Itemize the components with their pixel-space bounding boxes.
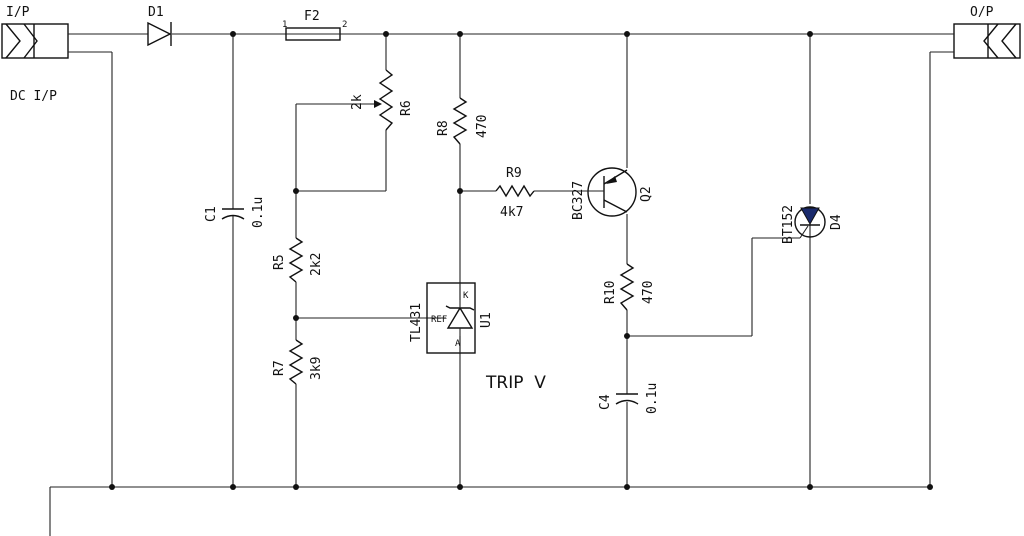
r8-value: 470 — [475, 115, 490, 138]
r9-value: 4k7 — [500, 205, 523, 220]
u1-pin-k: K — [463, 291, 469, 301]
trip-voltage-annotation: TRIP V — [485, 373, 546, 393]
capacitor-c4 — [615, 393, 639, 405]
shunt-regulator-u1 — [426, 282, 476, 354]
resistor-r9 — [495, 184, 535, 198]
r9-ref: R9 — [506, 166, 522, 181]
resistor-r5 — [288, 237, 304, 283]
f2-pin2: 2 — [342, 20, 347, 30]
junctions — [109, 31, 933, 490]
r6-ref: R6 — [399, 100, 414, 116]
resistor-r8 — [452, 97, 468, 145]
c1-ref: C1 — [204, 206, 219, 222]
d1-ref: D1 — [148, 5, 164, 20]
r8-ref: R8 — [436, 120, 451, 136]
diode-d1 — [147, 21, 172, 47]
r5-ref: R5 — [272, 254, 287, 270]
resistor-r10 — [619, 263, 635, 311]
wires — [49, 33, 954, 536]
u1-ref: U1 — [479, 312, 494, 328]
capacitor-c1 — [221, 208, 245, 220]
r10-ref: R10 — [603, 281, 618, 304]
q2-ref: Q2 — [639, 186, 654, 202]
thyristor-d4 — [794, 206, 826, 239]
c4-ref: C4 — [598, 394, 613, 410]
r6-value: 2k — [350, 94, 365, 110]
potentiometer-r6 — [370, 69, 394, 131]
u1-pin-ref: REF — [431, 315, 447, 325]
input-caption: DC I/P — [10, 89, 57, 104]
input-connector-label: I/P — [6, 5, 30, 20]
u1-part: TL431 — [409, 303, 424, 342]
r7-ref: R7 — [272, 360, 287, 376]
c1-value: 0.1u — [251, 197, 266, 228]
r10-value: 470 — [641, 281, 656, 304]
r7-value: 3k9 — [309, 357, 324, 380]
output-connector — [953, 23, 1021, 59]
output-connector-label: O/P — [970, 5, 994, 20]
fuse-f2 — [285, 27, 341, 41]
d4-ref: D4 — [829, 214, 844, 230]
resistor-r7 — [288, 339, 304, 385]
c4-value: 0.1u — [645, 383, 660, 414]
f2-pin1: 1 — [282, 20, 287, 30]
u1-pin-a: A — [455, 339, 461, 349]
input-connector — [1, 23, 69, 59]
q2-part: BC327 — [571, 181, 586, 220]
d4-part: BT152 — [781, 205, 796, 244]
transistor-q2 — [586, 167, 637, 217]
f2-ref: F2 — [304, 9, 320, 24]
r5-value: 2k2 — [309, 253, 324, 276]
